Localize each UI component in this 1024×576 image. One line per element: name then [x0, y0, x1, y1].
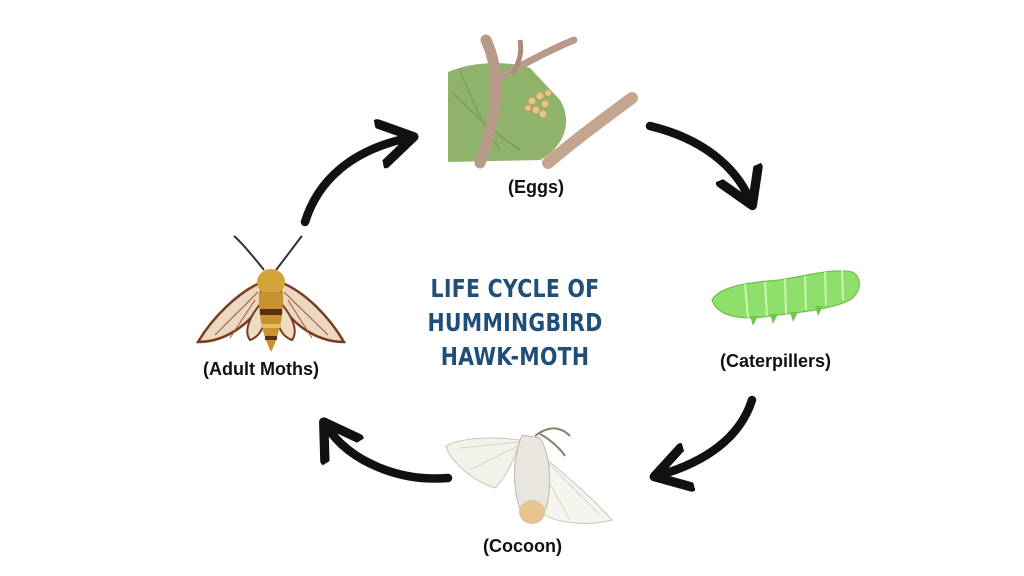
eggs-on-leaf-image	[448, 34, 638, 169]
title-line-2: HAWK-MOTH	[440, 342, 590, 371]
arrow-caterpillar-to-cocoon	[660, 395, 757, 475]
eggs-label: (Eggs)	[508, 177, 564, 197]
diagram-title: LIFE CYCLE OF HUMMINGBIRD HAWK-MOTH	[363, 272, 666, 374]
hawk-moth-image	[195, 235, 347, 352]
title-line-1: LIFE CYCLE OF HUMMINGBIRD	[427, 274, 603, 337]
caterpillar-image	[711, 269, 860, 326]
cycle-arrows	[300, 121, 757, 483]
cocoon-label: (Cocoon)	[483, 536, 562, 556]
arrow-adult-to-eggs	[300, 138, 408, 227]
white-moth-image	[445, 427, 613, 524]
caterpillars-label: (Caterpillers)	[720, 351, 832, 371]
arrow-cocoon-to-adult	[327, 427, 453, 483]
adult-moths-label: (Adult Moths)	[203, 359, 319, 379]
arrow-eggs-to-caterpillar	[645, 121, 750, 200]
